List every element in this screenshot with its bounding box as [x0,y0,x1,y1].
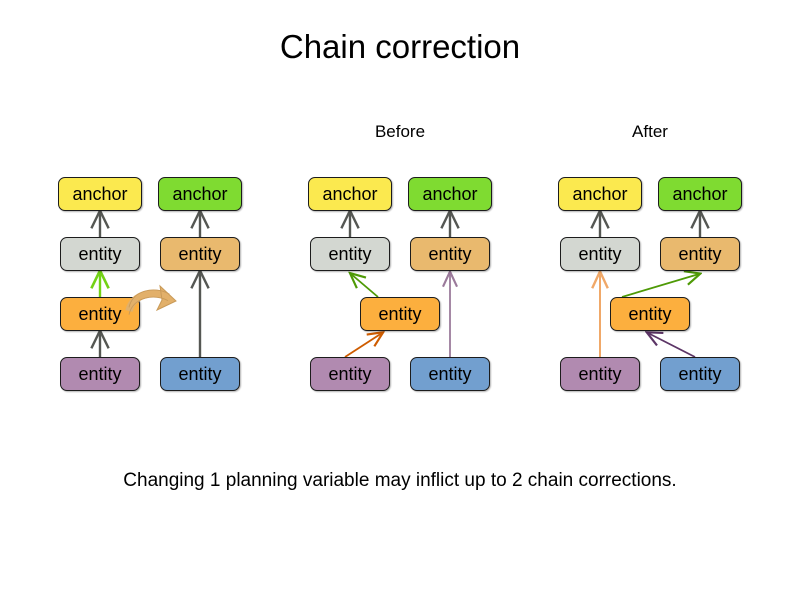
panel-after-entity-right-lower[interactable]: entity [660,357,740,391]
edge-blue-entity-to-orange-entity [648,333,696,358]
chain-change-curved-arrow [125,284,177,315]
panel-label-after: After [632,122,668,141]
panel-initial-entity-left-lower[interactable]: entity [60,357,140,391]
edge-orange-entity-to-tan-entity [621,274,699,298]
edge-orange-entity-to-gray-entity [351,274,379,298]
panel-initial-anchor-left[interactable]: anchor [58,177,142,211]
panel-after-entity-middle[interactable]: entity [610,297,690,331]
panel-before-entity-right-upper[interactable]: entity [410,237,490,271]
panel-after-entity-left-lower[interactable]: entity [560,357,640,391]
panel-after-entity-right-upper[interactable]: entity [660,237,740,271]
panel-before-entity-left-lower[interactable]: entity [310,357,390,391]
panel-initial-anchor-right[interactable]: anchor [158,177,242,211]
panel-after-anchor-right[interactable]: anchor [658,177,742,211]
panel-label-before: Before [374,122,426,141]
panel-initial-entity-left-upper[interactable]: entity [60,237,140,271]
panel-before-entity-right-lower[interactable]: entity [410,357,490,391]
panel-before-anchor-left[interactable]: anchor [308,177,392,211]
panel-initial-entity-middle[interactable]: entity [60,297,140,331]
page-title: Chain correction [279,28,521,65]
slide-caption: Changing 1 planning variable may inflict… [123,470,677,491]
panel-before-anchor-right[interactable]: anchor [408,177,492,211]
panel-initial-entity-right-upper[interactable]: entity [160,237,240,271]
panel-initial-entity-right-lower[interactable]: entity [160,357,240,391]
panel-before-entity-middle[interactable]: entity [360,297,440,331]
panel-before-entity-left-upper[interactable]: entity [310,237,390,271]
panel-after-anchor-left[interactable]: anchor [558,177,642,211]
panel-after-entity-left-upper[interactable]: entity [560,237,640,271]
edge-purple-entity-to-orange-entity [344,333,382,358]
